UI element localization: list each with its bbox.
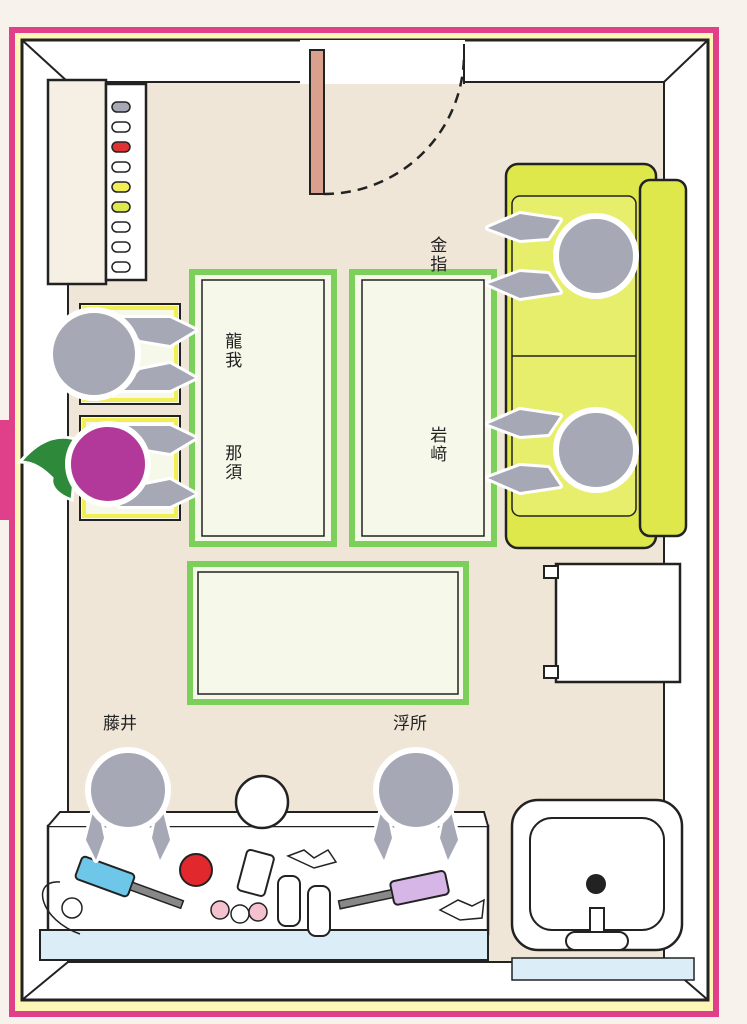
hair-iron-purple xyxy=(337,870,450,910)
label-fujii: 藤井 xyxy=(103,714,137,734)
person-ryuga xyxy=(47,307,198,401)
sink xyxy=(510,798,695,981)
side-table xyxy=(543,562,682,684)
person-iwasaki xyxy=(485,407,639,495)
bottle-2 xyxy=(307,885,331,937)
makeup-compact xyxy=(179,853,213,887)
left-edge-tab xyxy=(0,420,14,520)
shoe-shelf xyxy=(46,78,148,286)
label-nasu: 那須 xyxy=(221,444,242,482)
label-kanezashi: 金指 xyxy=(426,236,447,274)
mat-left xyxy=(189,269,337,547)
label-ukisho: 浮所 xyxy=(393,714,427,734)
mat-bottom xyxy=(187,561,469,705)
person-kanezashi xyxy=(485,211,639,301)
mats xyxy=(187,269,497,705)
door xyxy=(300,40,466,196)
dressing-counter xyxy=(39,811,490,961)
leaf-icon xyxy=(16,435,80,503)
person-fujii xyxy=(83,747,173,863)
person-nasu xyxy=(16,421,198,509)
stool xyxy=(234,774,290,830)
label-iwasaki: 岩﨑 xyxy=(426,426,447,464)
label-ryuga: 龍我 xyxy=(221,332,242,370)
mat-right xyxy=(349,269,497,547)
hair-iron-blue xyxy=(74,855,185,910)
smartphone xyxy=(236,848,275,897)
bottle-1 xyxy=(277,875,301,927)
person-ukisho xyxy=(371,747,461,863)
